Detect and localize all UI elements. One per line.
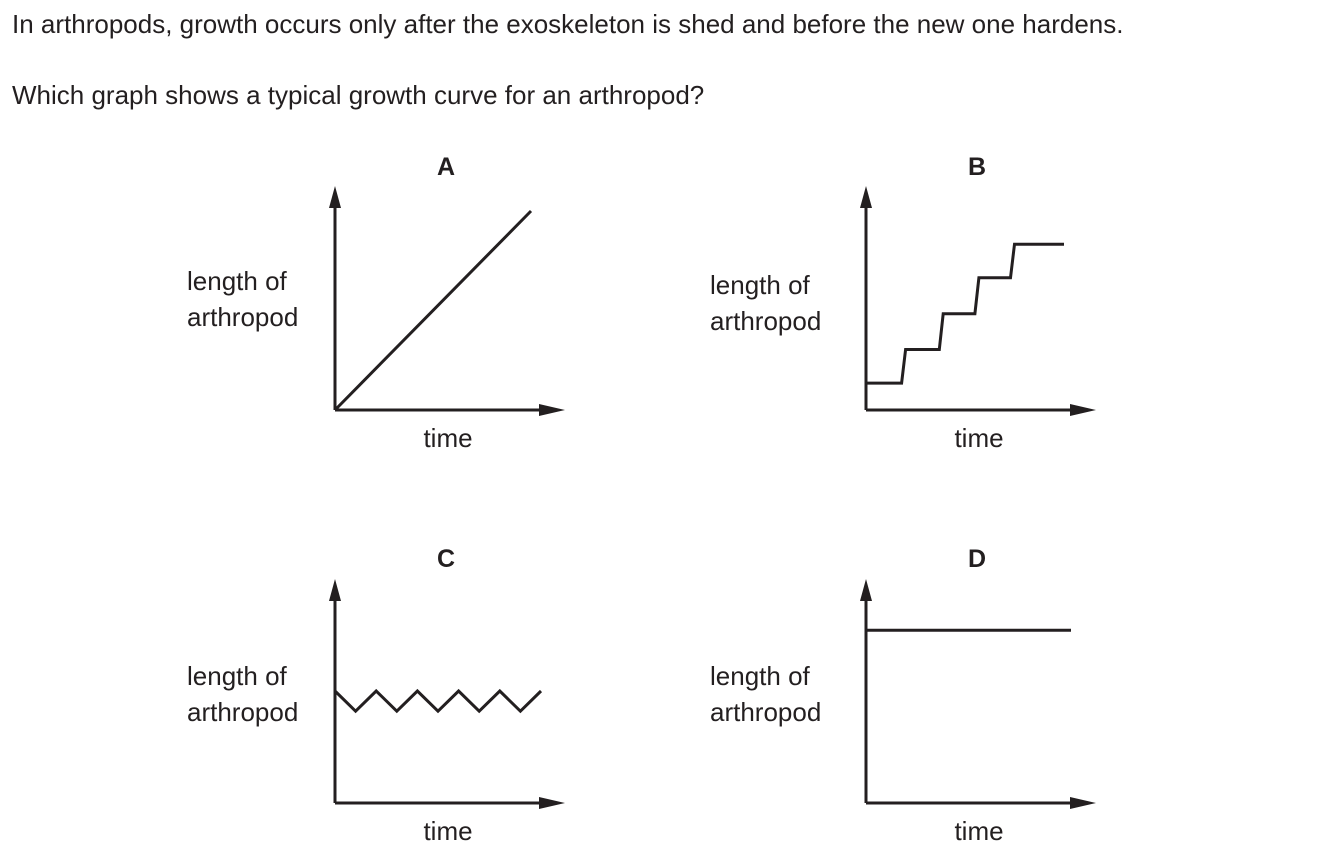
graph-b-ylabel-line: arthropod (710, 306, 821, 336)
graph-c-xlabel: time (423, 816, 472, 846)
graph-d-ylabel-line: arthropod (710, 697, 821, 727)
graph-b-ylabel-line: length of (710, 270, 811, 300)
graph-c-x-arrow (539, 797, 565, 809)
graph-b-label: B (968, 153, 986, 181)
graph-a-xlabel: time (423, 423, 472, 453)
graph-d-x-arrow (1070, 797, 1096, 809)
graph-a-ylabel: length of arthropod (187, 266, 298, 332)
graph-a-label: A (437, 153, 455, 181)
graph-c-ylabel-line: length of (187, 661, 288, 691)
graph-a-curve (333, 209, 533, 412)
graph-a-ylabel-line: arthropod (187, 302, 298, 332)
question-stem: In arthropods, growth occurs only after … (12, 9, 1124, 39)
graph-c-label: C (437, 545, 455, 573)
graph-d-y-arrow (860, 579, 872, 601)
graph-a-x-arrow (539, 404, 565, 416)
graph-d-ylabel-line: length of (710, 661, 811, 691)
graph-a-ylabel-line: length of (187, 266, 288, 296)
graph-c-curve (333, 688, 543, 714)
question-prompt: Which graph shows a typical growth curve… (12, 80, 705, 110)
graph-b-x-arrow (1070, 404, 1096, 416)
graph-b-y-arrow (860, 186, 872, 208)
graph-d-label: D (968, 545, 986, 573)
graph-a-y-arrow (329, 186, 341, 208)
graph-b-curve (866, 242, 1064, 385)
graph-c-y-arrow (329, 579, 341, 601)
graph-b-ylabel: length of arthropod (710, 270, 821, 336)
graph-d-xlabel: time (954, 816, 1003, 846)
graph-d-ylabel: length of arthropod (710, 661, 821, 727)
graph-c-ylabel: length of arthropod (187, 661, 298, 727)
graph-b-xlabel: time (954, 423, 1003, 453)
graph-c-ylabel-line: arthropod (187, 697, 298, 727)
